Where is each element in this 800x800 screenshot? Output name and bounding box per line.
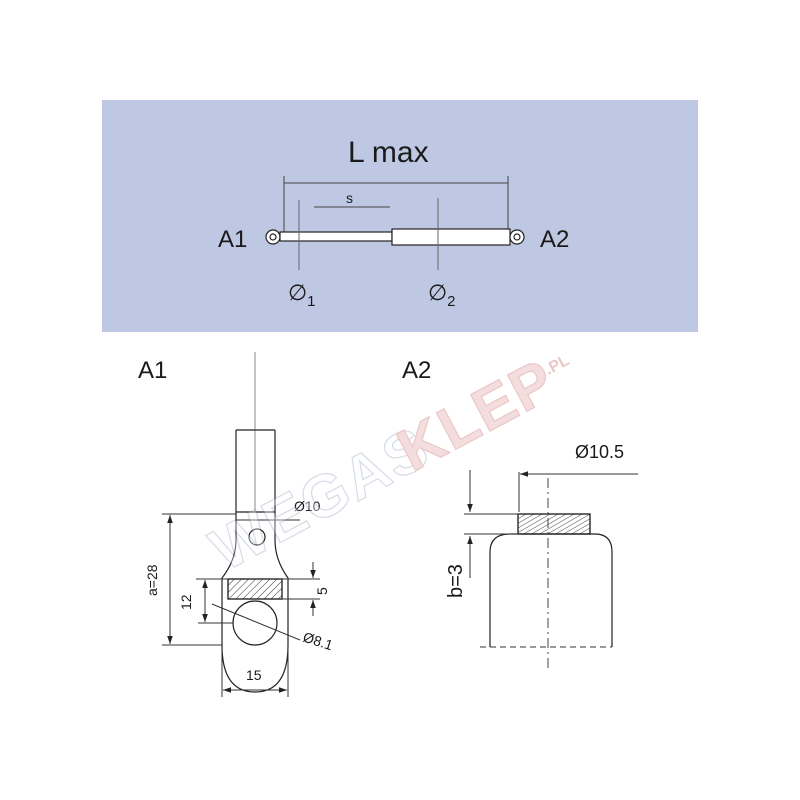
overview-panel	[102, 100, 698, 332]
gas-spring	[265, 228, 525, 246]
watermark-logo: WEGAS KLEP .PL	[199, 345, 572, 584]
a2-dim-diameter: Ø10.5	[575, 442, 624, 462]
end-label-a2: A2	[540, 226, 569, 253]
a1-dim-flat: 5	[314, 587, 330, 595]
lmax-title: L max	[348, 136, 429, 169]
a1-dimensions	[162, 513, 320, 697]
end-label-a1: A1	[218, 226, 247, 253]
a1-dim-hole-offset: 12	[178, 594, 194, 610]
heading-a2: A2	[402, 357, 431, 384]
stroke-label: s	[346, 190, 353, 206]
heading-a1: A1	[138, 357, 167, 384]
diameter-2-label: ∅2	[428, 280, 456, 310]
a1-dim-hole-diameter: Ø8.1	[301, 629, 335, 654]
diameter-leaders	[298, 198, 439, 270]
a2-dim-thread: b=3	[445, 564, 467, 598]
lmax-dimension	[283, 176, 509, 234]
diameter-1-label: ∅1	[288, 280, 316, 310]
a2-threaded-fitting	[489, 478, 613, 668]
a2-dimensions	[464, 470, 638, 648]
a1-dim-width: 15	[246, 667, 262, 683]
a1-dim-total-length: a=28	[144, 564, 160, 596]
a1-dim-rod-diameter: Ø10	[294, 498, 321, 514]
lmax-title-text: L max	[348, 136, 429, 169]
